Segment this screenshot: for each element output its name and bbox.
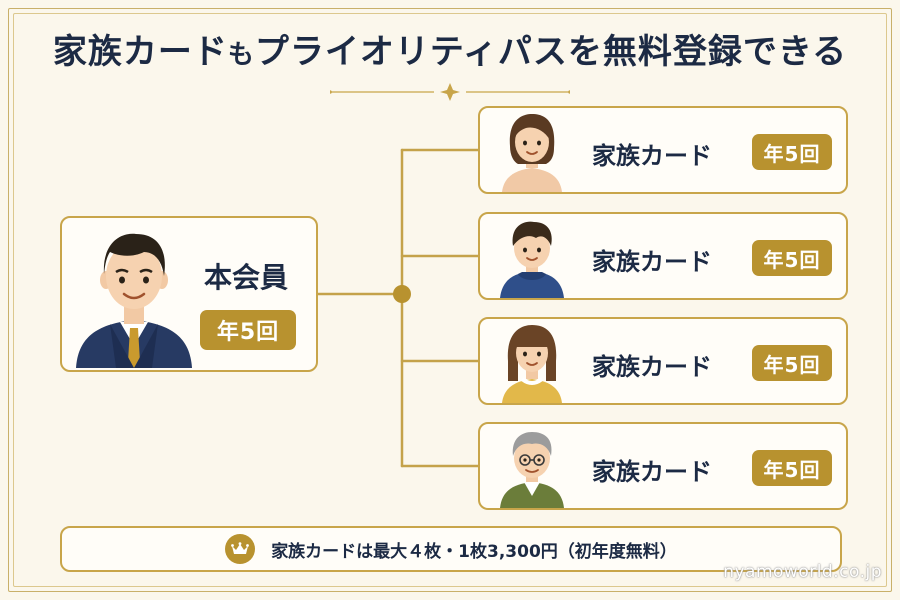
family-card-label: 家族カード xyxy=(592,458,712,486)
main-member-label: 本会員 xyxy=(204,261,289,294)
family-card-badge: 年5回 xyxy=(752,450,832,486)
title-family-card: 家族カード xyxy=(52,32,228,72)
family-card-3: 家族カード 年5回 xyxy=(478,317,848,405)
boy-avatar-icon xyxy=(500,221,564,298)
watermark: nyamoworld.co.jp xyxy=(723,562,882,582)
family-card-badge: 年5回 xyxy=(752,134,832,170)
summary-bar: 家族カードは最大４枚・1枚3,300円（初年度無料） xyxy=(60,526,842,572)
family-card-label: 家族カード xyxy=(592,142,712,170)
junction-dot xyxy=(393,285,411,303)
family-card-1: 家族カード 年5回 xyxy=(478,106,848,194)
family-card-label: 家族カード xyxy=(592,353,712,381)
family-card-badge: 年5回 xyxy=(752,345,832,381)
family-card-badge: 年5回 xyxy=(752,240,832,276)
title-ornament xyxy=(330,83,570,101)
businessman-avatar-icon xyxy=(76,233,192,368)
family-card-label: 家族カード xyxy=(592,248,712,276)
family-card-2: 家族カード 年5回 xyxy=(478,212,848,300)
crown-icon-circle xyxy=(225,534,256,564)
title-priority-pass: プライオリティパスを無料登録できる xyxy=(254,32,848,72)
family-card-4: 家族カード 年5回 xyxy=(478,422,848,510)
page-title: 家族カードもプライオリティパスを無料登録できる xyxy=(0,24,900,73)
title-mo: も xyxy=(227,40,255,70)
main-member-badge: 年5回 xyxy=(200,310,296,350)
main-member-card: 本会員 年5回 xyxy=(60,216,318,372)
inner-frame xyxy=(13,13,887,587)
grandfather-avatar-icon xyxy=(500,432,564,508)
outer-frame xyxy=(8,8,892,592)
crown-icon xyxy=(231,542,250,554)
girl-avatar-icon xyxy=(502,325,562,403)
summary-text: 家族カードは最大４枚・1枚3,300円（初年度無料） xyxy=(271,541,677,562)
woman-avatar-icon xyxy=(502,114,562,192)
